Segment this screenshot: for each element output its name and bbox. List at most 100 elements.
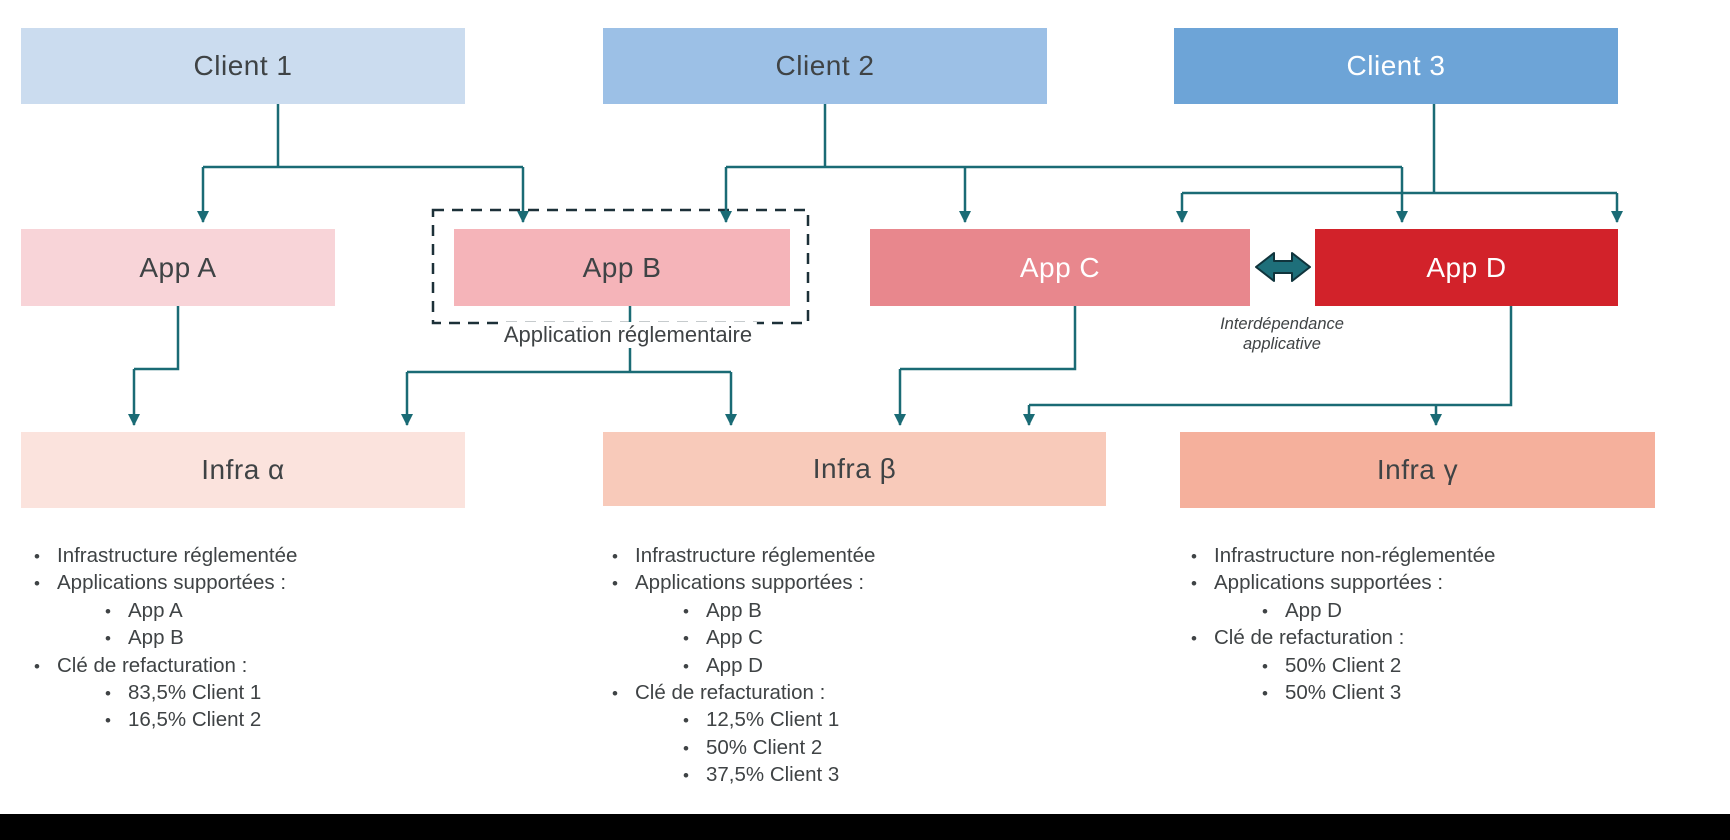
box-app-d: App D (1315, 229, 1618, 306)
list-item-text: App D (706, 653, 763, 677)
list-item-text: 50% Client 2 (1285, 653, 1402, 677)
bullet-icon: • (612, 547, 618, 566)
list-item: • App D (683, 653, 1052, 680)
box-app-c: App C (870, 229, 1250, 306)
bullet-icon: • (683, 629, 689, 649)
box-label: App A (139, 251, 217, 283)
list-item-text: 50% Client 3 (1285, 681, 1402, 705)
list-item: • 83,5% Client 1 (105, 680, 474, 707)
bullet-icon: • (105, 711, 111, 731)
connector-client3 (1176, 104, 1623, 223)
list-item-text: Applications supportées : (57, 571, 287, 595)
bullet-icon: • (683, 766, 689, 786)
list-item-text: 12,5% Client 1 (706, 708, 840, 732)
box-label: App B (582, 251, 662, 283)
bullet-icon: • (105, 684, 111, 704)
bullet-icon: • (1191, 574, 1197, 594)
bullet-icon: • (1262, 684, 1268, 704)
interdependency-label: Interdépendance applicative (1220, 314, 1344, 354)
list-item-text: Infrastructure réglementée (635, 544, 876, 567)
list-item-text: App D (1285, 598, 1342, 622)
bullet-icon: • (1191, 547, 1197, 566)
list-item-text: App C (706, 626, 763, 650)
list-item-text: 83,5% Client 1 (128, 681, 262, 705)
list-item: • Clé de refacturation : (34, 653, 474, 680)
list-item-text: App B (706, 598, 762, 622)
connector-appD (1023, 306, 1513, 426)
box-infra-beta: Infra β (603, 432, 1106, 506)
list-item: • 12,5% Client 1 (683, 707, 1052, 734)
bullet-icon: • (105, 601, 111, 621)
box-client-1: Client 1 (21, 28, 465, 104)
list-item-text: Infrastructure réglementée (57, 544, 298, 567)
box-label: Client 2 (775, 50, 875, 81)
connector-appA (128, 306, 180, 426)
list-item: • Applications supportées : (612, 570, 1052, 597)
connector-appC (894, 306, 1077, 426)
bottom-black-bar (0, 814, 1730, 840)
bullet-icon: • (105, 629, 111, 649)
box-app-a: App A (21, 229, 335, 306)
infra-gamma-details-list: • Infrastructure non-réglementée • Applicat… (1191, 543, 1631, 707)
box-label: Infra γ (1376, 454, 1459, 485)
bullet-icon: • (1262, 601, 1268, 621)
bullet-icon: • (683, 738, 689, 758)
list-item: • Clé de refacturation : (1191, 625, 1631, 652)
box-infra-gamma: Infra γ (1180, 432, 1655, 508)
box-client-3: Client 3 (1174, 28, 1618, 104)
interdependency-label-line2: applicative (1243, 335, 1321, 353)
list-item-text: 37,5% Client 3 (706, 763, 840, 787)
list-item-text: Clé de refacturation : (1214, 626, 1405, 650)
list-item: • 16,5% Client 2 (105, 707, 474, 734)
bullet-icon: • (612, 574, 618, 594)
bullet-icon: • (34, 656, 40, 676)
box-label: Infra α (201, 454, 285, 485)
bullet-icon: • (1191, 629, 1197, 649)
connector-client1 (197, 104, 529, 223)
list-item: • Infrastructure réglementée (612, 543, 1052, 570)
box-label: Infra β (812, 453, 897, 484)
list-item-text: Clé de refacturation : (57, 653, 248, 677)
box-label: App C (1019, 251, 1101, 283)
list-item: • 50% Client 3 (1262, 680, 1631, 707)
list-item: • 50% Client 2 (1262, 653, 1631, 680)
box-label: Client 3 (1346, 50, 1446, 81)
list-item: • App A (105, 598, 474, 625)
infra-beta-details-list: • Infrastructure réglementée • Applications… (612, 543, 1052, 790)
list-item: • 37,5% Client 3 (683, 762, 1052, 789)
infra-alpha-details-list: •Infrastructure réglementée•Applications… (34, 543, 474, 735)
list-item: • Infrastructure non-réglementée (1191, 543, 1631, 570)
bullet-icon: • (34, 574, 40, 594)
list-item-text: Applications supportées : (1214, 571, 1444, 595)
bullet-icon: • (683, 711, 689, 731)
box-infra-alpha: Infra α (21, 432, 465, 508)
box-label: Client 1 (193, 50, 293, 81)
list-item-text: Infrastructure non-réglementée (1214, 544, 1496, 567)
list-item: • App D (1262, 598, 1631, 625)
list-item-text: Applications supportées : (635, 571, 865, 595)
list-item-text: Clé de refacturation : (635, 681, 826, 705)
list-item: • Clé de refacturation : (612, 680, 1052, 707)
interdependency-label-line1: Interdépendance (1220, 315, 1344, 333)
list-item: • 50% Client 2 (683, 735, 1052, 762)
bullet-icon: • (683, 656, 689, 676)
list-item: • Applications supportées : (34, 570, 474, 597)
list-item-text: App A (128, 598, 183, 622)
interdependency-double-arrow-icon (1255, 252, 1311, 282)
list-item-text: App B (128, 626, 184, 650)
box-client-2: Client 2 (603, 28, 1047, 104)
box-app-b: App B (454, 229, 790, 306)
list-item: • Applications supportées : (1191, 570, 1631, 597)
list-item: • App B (683, 598, 1052, 625)
list-item-text: 16,5% Client 2 (128, 708, 262, 732)
list-item: •Infrastructure réglementée (34, 543, 474, 570)
bullet-icon: • (683, 601, 689, 621)
bullet-icon: • (612, 684, 618, 704)
regulatory-app-label: Application réglementaire (498, 322, 758, 348)
list-item-text: 50% Client 2 (706, 735, 823, 759)
list-item: • App C (683, 625, 1052, 652)
list-item: • App B (105, 625, 474, 652)
bullet-icon: • (1262, 656, 1268, 676)
